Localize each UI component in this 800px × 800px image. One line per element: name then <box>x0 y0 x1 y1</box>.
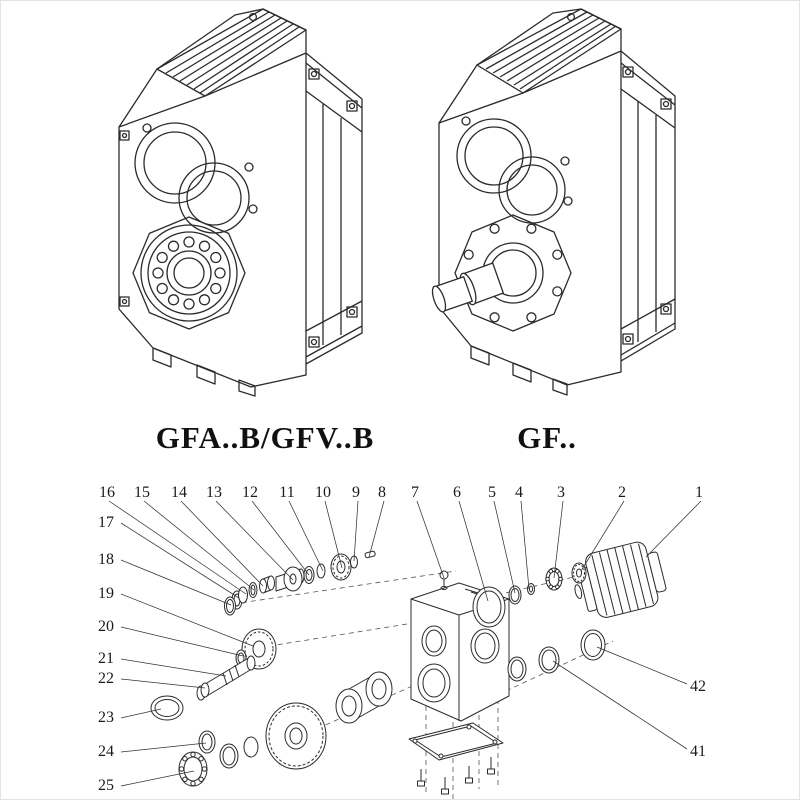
input-shaft-train <box>224 550 376 616</box>
callout-15: 15 <box>134 484 150 501</box>
callout-41: 41 <box>690 743 706 760</box>
callout-21: 21 <box>98 650 114 667</box>
cover-bolts <box>417 757 495 795</box>
model-label-gf: GF.. <box>517 420 577 455</box>
callout-23: 23 <box>98 709 114 726</box>
output-bearing <box>132 216 246 330</box>
model-label-gfab-gfvb: GFA..B/GFV..B <box>155 420 375 455</box>
callout-1: 1 <box>695 484 703 501</box>
callout-11: 11 <box>279 484 295 501</box>
callout-9: 9 <box>352 484 360 501</box>
callout-12: 12 <box>242 484 258 501</box>
bottom-cover-parts <box>408 722 504 795</box>
callout-14: 14 <box>171 484 187 501</box>
callout-24: 24 <box>98 743 114 760</box>
lifting-eye-hole <box>566 12 576 22</box>
callout-17: 17 <box>98 514 114 531</box>
callout-19: 19 <box>98 585 114 602</box>
seal-ring-parts <box>507 629 606 682</box>
callout-25: 25 <box>98 777 114 794</box>
exploded-parts-diagram <box>150 541 667 799</box>
callout-16: 16 <box>99 484 115 501</box>
intermediate-gear-part <box>196 628 277 701</box>
callout-8: 8 <box>378 484 386 501</box>
leader-lines <box>108 500 702 787</box>
callout-22: 22 <box>98 670 114 687</box>
drawing-gfab-gfvb <box>118 8 363 397</box>
callout-13: 13 <box>206 484 222 501</box>
input-coupling-parts <box>472 562 587 628</box>
callout-5: 5 <box>488 484 496 501</box>
callout-20: 20 <box>98 618 114 635</box>
output-bearing-parts <box>150 695 259 787</box>
callout-4: 4 <box>515 484 523 501</box>
callout-3: 3 <box>557 484 565 501</box>
drawing-gf <box>431 8 676 396</box>
callout-18: 18 <box>98 551 114 568</box>
lifting-eye-hole <box>248 12 258 22</box>
breather-plug-part <box>439 570 449 590</box>
callout-42: 42 <box>690 678 706 695</box>
callout-10: 10 <box>315 484 331 501</box>
output-shaft <box>431 262 504 313</box>
input-bearing-bores <box>134 122 258 234</box>
callout-6: 6 <box>453 484 461 501</box>
callout-7: 7 <box>411 484 419 501</box>
output-gear-part <box>265 671 393 770</box>
callout-2: 2 <box>618 484 626 501</box>
